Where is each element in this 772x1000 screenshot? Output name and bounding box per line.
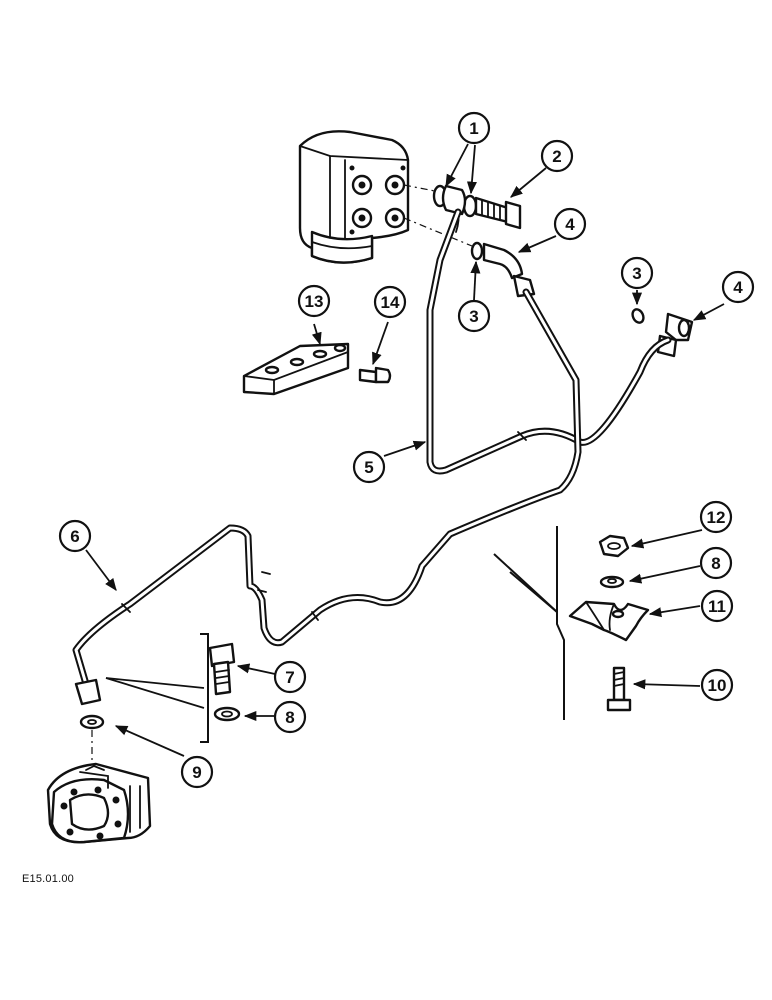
clamp-bolt: [358, 366, 392, 384]
nut: [598, 534, 630, 558]
svg-text:5: 5: [364, 458, 373, 477]
svg-text:3: 3: [632, 264, 641, 283]
clamp-detail-bracket: [493, 526, 565, 720]
svg-text:1: 1: [469, 119, 478, 138]
svg-text:12: 12: [707, 508, 726, 527]
callout-11: 11: [700, 589, 734, 623]
svg-text:2: 2: [552, 147, 561, 166]
callout-6: 6: [58, 519, 92, 553]
callout-5: 5: [352, 450, 386, 484]
svg-text:4: 4: [565, 215, 575, 234]
hydraulic-pump: [46, 762, 152, 844]
washer-right: [631, 308, 645, 324]
banjo-bolt: [474, 196, 522, 230]
callout-2: 2: [540, 139, 574, 173]
clamp-block: [242, 342, 350, 396]
callout-9: 9: [180, 755, 214, 789]
clamp-half: [568, 600, 650, 642]
washer-bolt: [213, 706, 241, 722]
svg-text:7: 7: [285, 668, 294, 687]
pipe-6: [72, 288, 582, 688]
svg-text:8: 8: [711, 554, 720, 573]
callout-3-right: 3: [620, 256, 654, 290]
lower-pipe-end-fitting: [74, 678, 102, 706]
hollow-bolt: [208, 642, 236, 696]
svg-text:4: 4: [733, 278, 743, 297]
callout-8-bolt: 8: [273, 700, 307, 734]
steering-valve: [298, 130, 473, 264]
elbow-fitting-top: [470, 241, 536, 298]
callout-4-top: 4: [553, 207, 587, 241]
svg-text:13: 13: [305, 292, 324, 311]
svg-text:10: 10: [708, 676, 727, 695]
callout-8-clamp: 8: [699, 546, 733, 580]
callout-10: 10: [700, 668, 734, 702]
callout-3-top: 3: [457, 299, 491, 333]
elbow-fitting-right: [656, 312, 694, 358]
svg-text:14: 14: [381, 293, 400, 312]
washer-clamp: [599, 575, 625, 589]
svg-text:11: 11: [708, 597, 726, 616]
svg-text:3: 3: [469, 307, 478, 326]
callout-leaders: [85, 143, 725, 757]
clamp-bolt-detail: [606, 666, 632, 712]
callout-1: 1: [457, 111, 491, 145]
svg-text:8: 8: [285, 708, 294, 727]
callout-14: 14: [373, 285, 407, 319]
pipe-5: [426, 208, 672, 475]
callout-4-right: 4: [721, 270, 755, 304]
svg-text:6: 6: [70, 527, 79, 546]
callout-12: 12: [699, 500, 733, 534]
figure-reference-code: E15.01.00: [22, 873, 74, 885]
callout-7: 7: [273, 660, 307, 694]
callout-13: 13: [297, 284, 331, 318]
fitting-detail-bracket: [105, 633, 209, 743]
pump-washer: [79, 714, 105, 782]
svg-text:9: 9: [192, 763, 201, 782]
pipe-joints: [121, 431, 527, 621]
